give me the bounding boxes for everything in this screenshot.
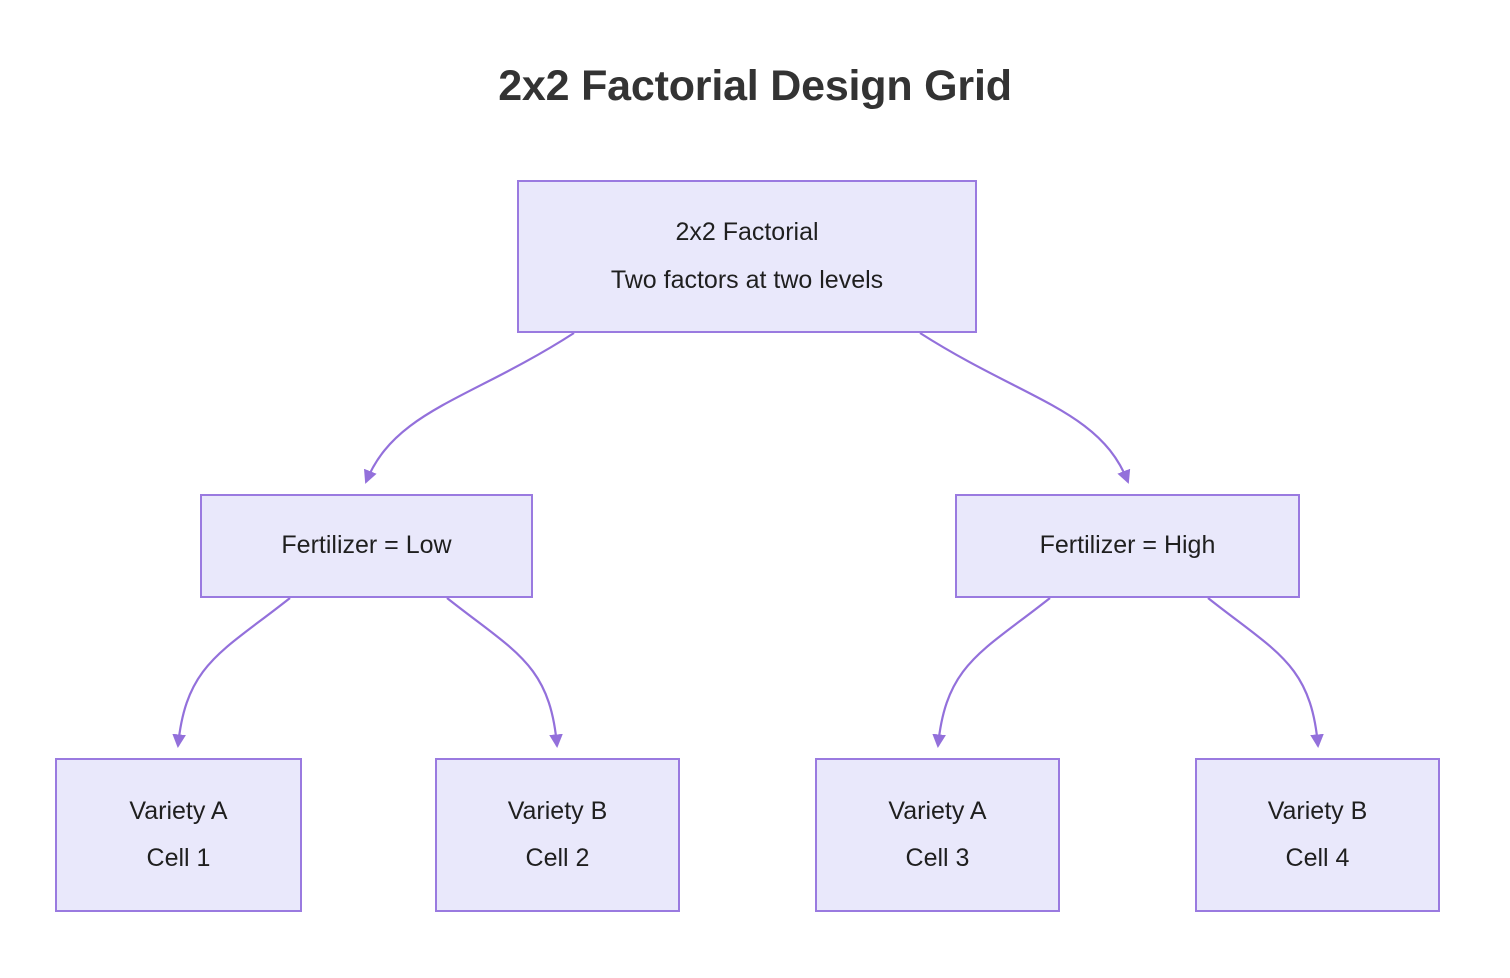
node-cell-4-variety: Variety B	[1267, 796, 1368, 825]
node-cell-3-variety: Variety A	[888, 796, 987, 825]
edge-root-to-fert-low	[364, 332, 575, 484]
node-cell-4[interactable]: Variety B Cell 4	[1195, 758, 1440, 912]
node-cell-4-cell: Cell 4	[1285, 844, 1350, 872]
node-cell-3-cell: Cell 3	[905, 844, 970, 872]
node-cell-2-variety: Variety B	[507, 796, 608, 825]
node-cell-1-cell: Cell 1	[146, 844, 211, 872]
edge-root-to-fert-high	[919, 332, 1131, 484]
node-root[interactable]: 2x2 Factorial Two factors at two levels	[517, 180, 977, 333]
node-cell-3[interactable]: Variety A Cell 3	[815, 758, 1060, 912]
node-root-line-2: Two factors at two levels	[610, 265, 884, 294]
node-cell-1[interactable]: Variety A Cell 1	[55, 758, 302, 912]
node-fertilizer-high-label: Fertilizer = High	[1039, 531, 1216, 560]
node-fertilizer-low[interactable]: Fertilizer = Low	[200, 494, 533, 598]
node-cell-1-variety: Variety A	[129, 796, 228, 825]
page-title: 2x2 Factorial Design Grid	[498, 62, 1012, 110]
node-root-line-1: 2x2 Factorial	[675, 218, 819, 246]
node-fertilizer-high[interactable]: Fertilizer = High	[955, 494, 1300, 598]
node-cell-2-cell: Cell 2	[525, 844, 590, 872]
edge-fert-low-to-cell-1	[172, 597, 291, 749]
node-fertilizer-low-label: Fertilizer = Low	[281, 531, 452, 560]
node-cell-2[interactable]: Variety B Cell 2	[435, 758, 680, 912]
edge-fert-high-to-cell-4	[1207, 597, 1324, 749]
edge-fert-high-to-cell-3	[932, 597, 1051, 749]
edge-fert-low-to-cell-2	[446, 597, 563, 749]
